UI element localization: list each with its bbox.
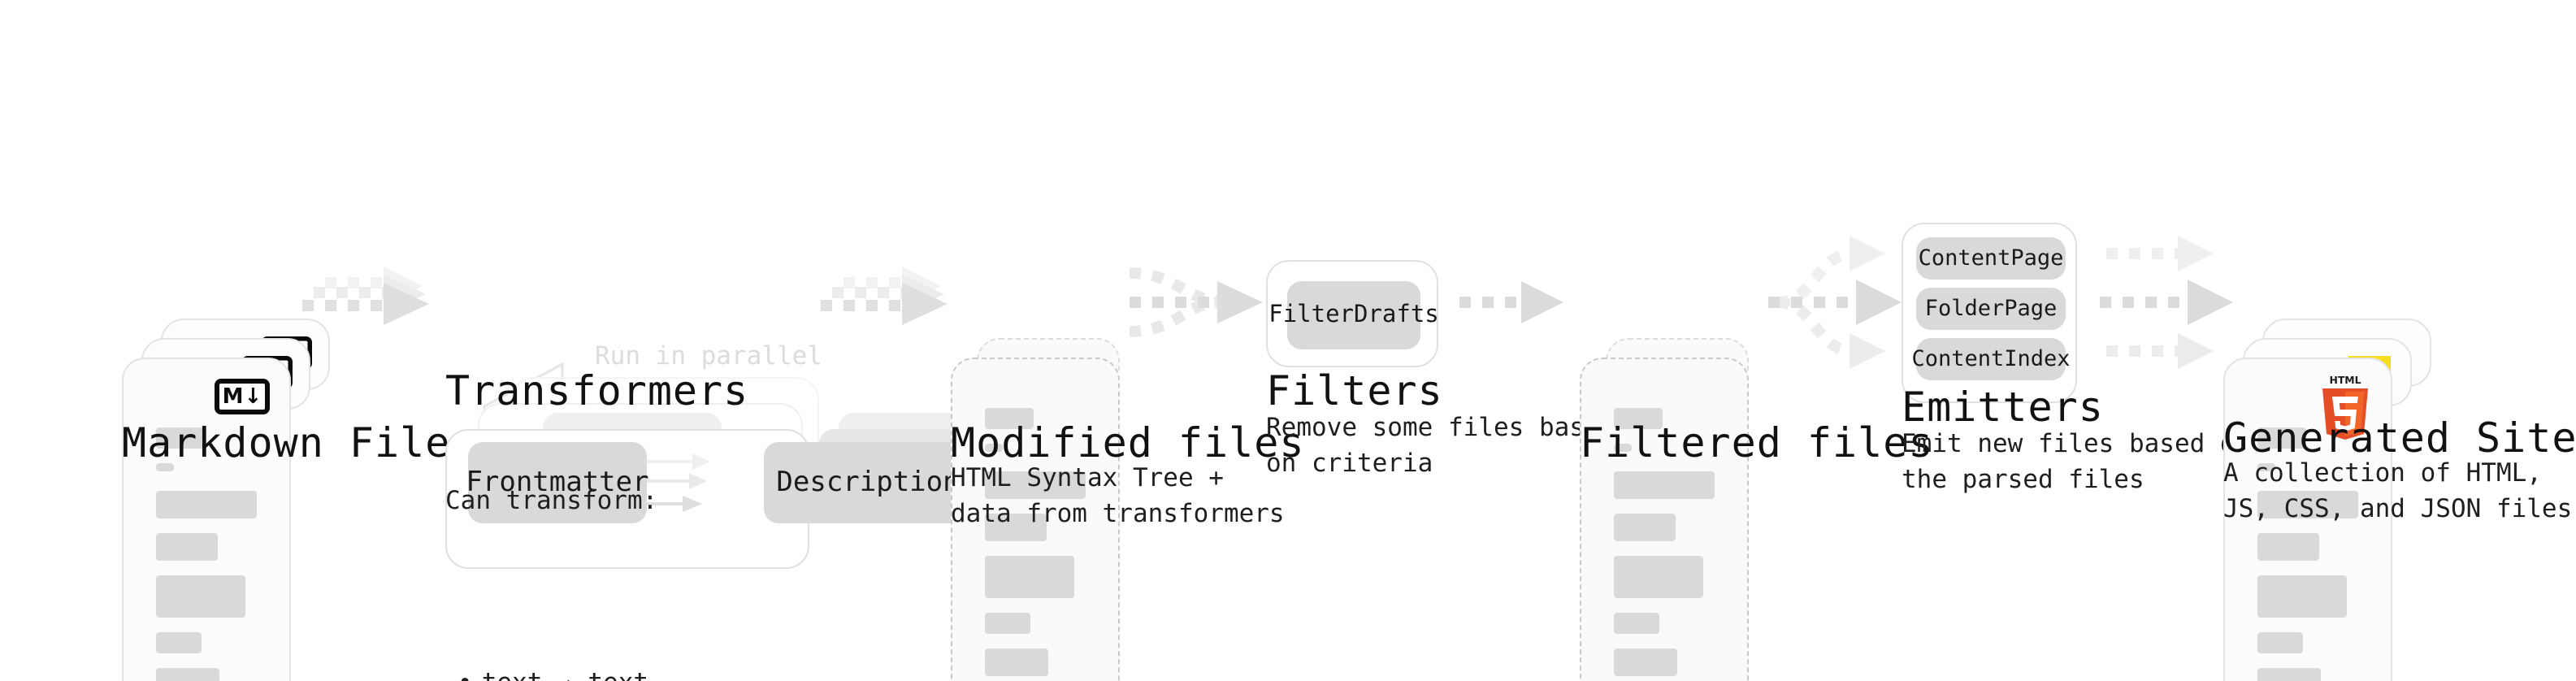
skeleton-bar — [156, 632, 202, 653]
page-title-emitters: Emitters — [1902, 384, 2104, 431]
skeleton-bar — [1614, 444, 1633, 452]
skeleton-bar — [156, 668, 220, 681]
generated-site-card: HTML — [2223, 358, 2392, 681]
skeleton-bar — [985, 648, 1049, 676]
skeleton-bar — [1614, 648, 1678, 676]
skeleton-bar — [156, 491, 257, 518]
transformer-chip-frontmatter[interactable]: Frontmatter — [466, 442, 649, 523]
skeleton-bar — [2257, 632, 2303, 653]
emitters-box[interactable]: ContentPage FolderPage ContentIndex — [1902, 223, 2077, 403]
transformers-caption-lead: Can transform: — [445, 485, 658, 515]
filters-caption: Remove some files based on criteria — [1266, 413, 1615, 479]
page-title-modified-files: Modified files — [951, 419, 1305, 466]
skeleton-bar — [2257, 463, 2276, 471]
skeleton-bar — [985, 514, 1047, 541]
connector-filters-to-filtered — [1459, 280, 1573, 361]
skeleton-bar — [156, 533, 219, 561]
skeleton-bar — [156, 427, 205, 449]
connector-transformers-to-modified — [821, 257, 967, 387]
generated-site-caption: A collection of HTML, JS, CSS, and JSON … — [2223, 458, 2573, 524]
modified-files-caption: HTML Syntax Tree + data from transformer… — [951, 463, 1285, 529]
page-title-generated-site: Generated Site — [2223, 414, 2576, 462]
document-skeleton — [156, 427, 257, 681]
transformer-chip-description[interactable]: Description — [764, 442, 972, 523]
skeleton-bar — [2257, 491, 2358, 518]
document-skeleton — [1614, 408, 1715, 681]
skeleton-bar — [1614, 556, 1703, 598]
skeleton-bar — [1614, 514, 1676, 541]
markdown-icon-letter: M — [222, 384, 244, 409]
markdown-file-card: M↓ — [122, 358, 291, 681]
skeleton-bar — [985, 408, 1034, 429]
page-title-filtered-files: Filtered files — [1580, 419, 1934, 466]
skeleton-bar — [985, 471, 1086, 499]
modified-file-card — [951, 358, 1120, 681]
emitter-chip-contentpage[interactable]: ContentPage — [1916, 237, 2066, 280]
connector-filtered-to-emitters — [1768, 228, 1915, 406]
transformers-caption: Can transform: text → text markdown → ma… — [445, 410, 770, 681]
emitters-caption: Emit new files based on the parsed files — [1902, 429, 2250, 495]
skeleton-bar — [1614, 408, 1663, 429]
transformers-caption-item: text → text — [445, 666, 770, 681]
document-skeleton — [985, 408, 1086, 681]
filtered-file-card — [1580, 358, 1749, 681]
skeleton-bar — [2257, 427, 2306, 449]
connector-modified-to-filters — [1129, 260, 1276, 390]
filter-chip-filterdrafts[interactable]: FilterDrafts — [1268, 281, 1439, 349]
filters-box[interactable]: FilterDrafts — [1266, 260, 1439, 367]
skeleton-bar — [985, 444, 1004, 452]
skeleton-bar — [156, 575, 245, 618]
connector-emitters-to-site — [2100, 228, 2246, 406]
page-title-transformers: Transformers — [445, 367, 749, 414]
markdown-icon-arrow: ↓ — [244, 384, 262, 409]
connector-markdown-to-transformers — [302, 257, 449, 387]
skeleton-bar — [985, 613, 1030, 634]
document-skeleton — [2257, 427, 2358, 681]
run-in-parallel-annotation: Run in parallel — [595, 341, 822, 371]
page-title-markdown-files: Markdown Files — [122, 419, 476, 466]
svg-text:HTML: HTML — [2329, 374, 2361, 386]
page-title-filters: Filters — [1266, 367, 1443, 414]
emitter-chip-folderpage[interactable]: FolderPage — [1916, 288, 2066, 330]
skeleton-bar — [1614, 471, 1715, 499]
skeleton-bar — [2257, 575, 2347, 618]
skeleton-bar — [156, 463, 175, 471]
skeleton-bar — [1614, 613, 1659, 634]
skeleton-bar — [2257, 533, 2320, 561]
skeleton-bar — [2257, 668, 2322, 681]
transformers-caption-list: text → text markdown → markdown html → h… — [445, 592, 770, 681]
emitter-chip-contentindex[interactable]: ContentIndex — [1911, 338, 2071, 380]
markdown-icon: M↓ — [215, 379, 270, 414]
skeleton-bar — [985, 556, 1074, 598]
transformer-inner-arrows — [631, 449, 735, 546]
html5-icon: HTML — [2316, 372, 2374, 444]
html5-icon-glyph: HTML — [2322, 374, 2368, 440]
